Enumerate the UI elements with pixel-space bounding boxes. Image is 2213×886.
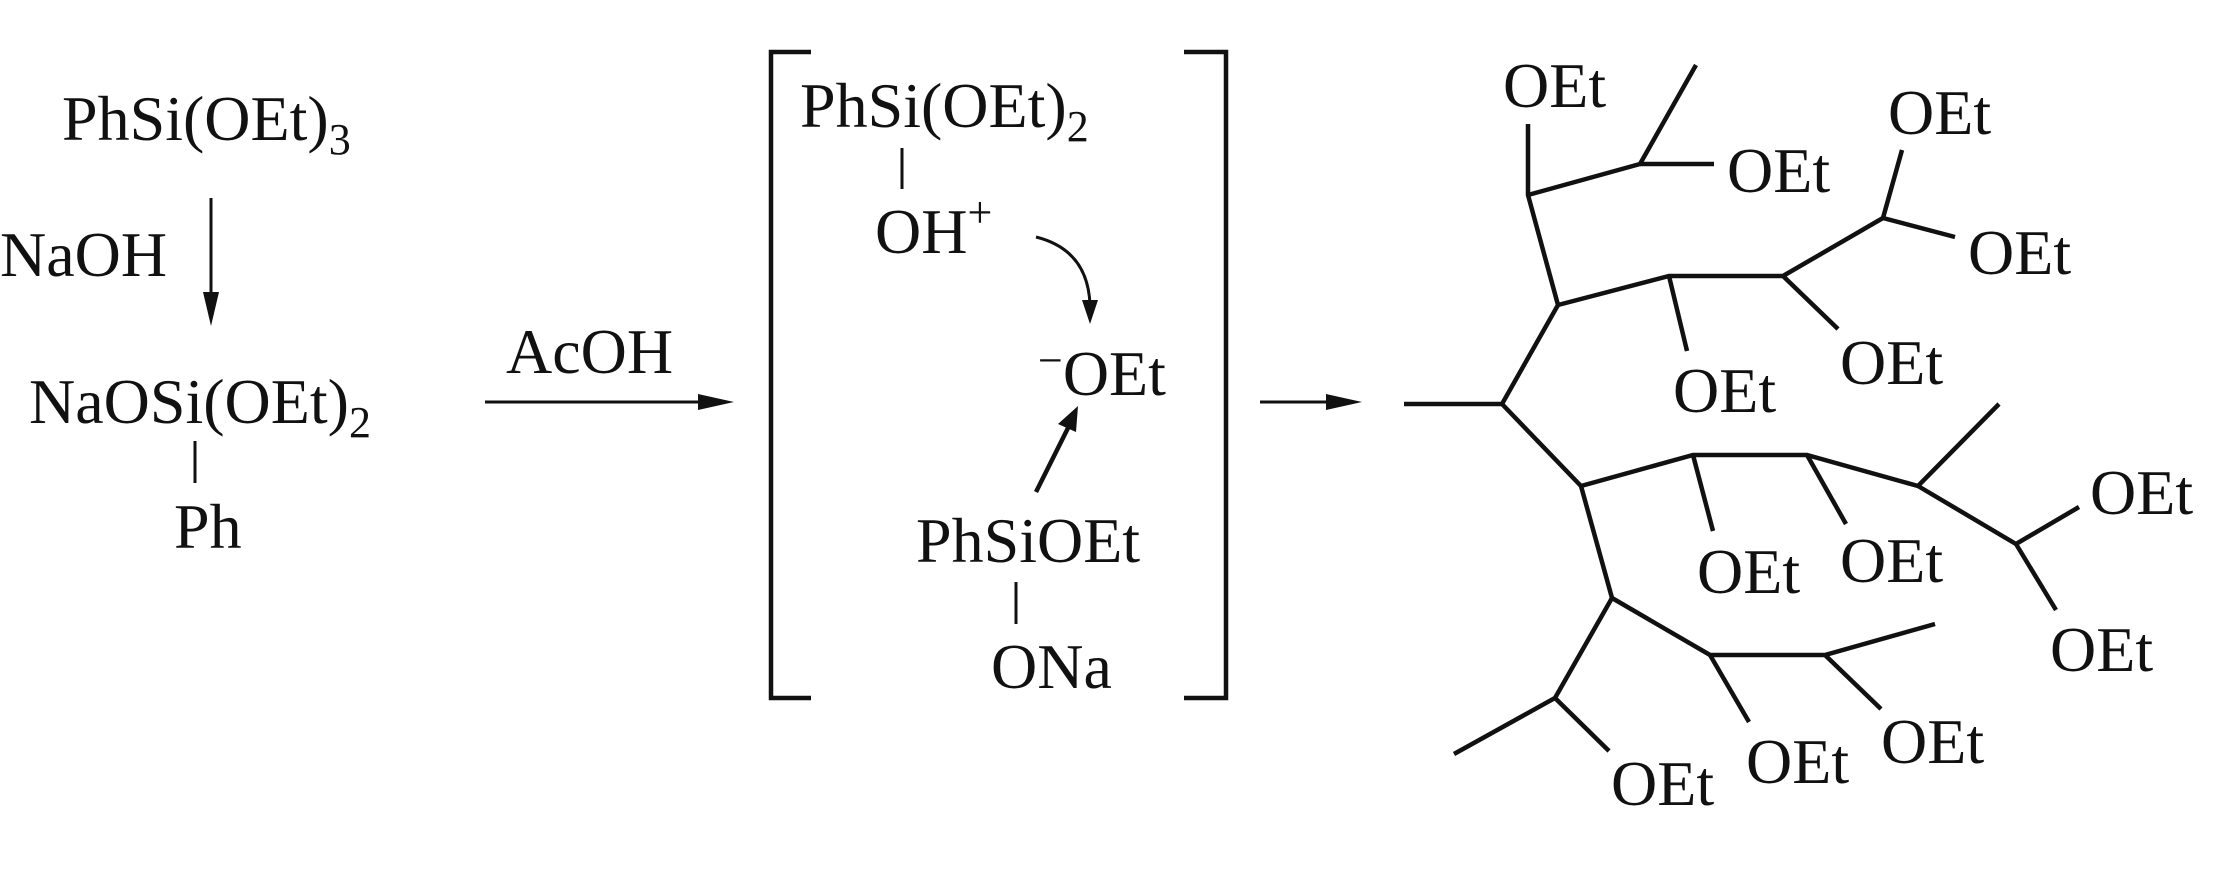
- oet-label: OEt: [2090, 457, 2193, 528]
- attack-arrow-head-icon: [1058, 406, 1078, 432]
- product-oet-labels: OEt OEt OEt OEt OEt OEt OEt OEt OEt OEt …: [1503, 50, 2193, 819]
- bond: [2014, 542, 2058, 612]
- product-arrow-head-icon: [1326, 394, 1362, 410]
- oet-label: OEt: [1673, 355, 1776, 426]
- right-bracket: [1184, 49, 1229, 701]
- ethoxide-leaving-group: −OEt: [1038, 336, 1166, 409]
- oet-label: OEt: [1746, 726, 1849, 797]
- naoh-reagent: NaOH: [0, 219, 167, 290]
- bond: [1708, 653, 1751, 724]
- oet-label: OEt: [2050, 614, 2153, 685]
- oet-label: OEt: [1611, 748, 1714, 819]
- oet-label: OEt: [1727, 135, 1830, 206]
- bond: [1805, 453, 1848, 526]
- reactant-formula: PhSi(OEt)3: [62, 83, 351, 164]
- oet-label: OEt: [1840, 525, 1943, 596]
- bond: [1553, 696, 1611, 753]
- oet-label: OEt: [1697, 536, 1800, 607]
- phenyl-label: Ph: [174, 491, 242, 562]
- oet-label: OEt: [1840, 327, 1943, 398]
- bond-chain: [1404, 124, 1561, 407]
- attack-arrow-shaft: [1033, 426, 1071, 494]
- reaction-arrow-head-icon: [698, 394, 734, 410]
- ts-bottom-formula: PhSiOEt: [916, 505, 1140, 576]
- down-arrow-head-icon: [203, 292, 219, 326]
- acoh-reagent: AcOH: [506, 316, 673, 387]
- ona-label: ONa: [991, 631, 1112, 702]
- oet-label: OEt: [1881, 706, 1984, 777]
- bond-chain: [1610, 596, 1936, 658]
- curved-arrow-head-icon: [1082, 300, 1098, 324]
- protonated-oh: OH+: [875, 188, 992, 267]
- oet-label: OEt: [1503, 50, 1606, 121]
- oet-label: OEt: [1888, 77, 1991, 148]
- bond: [1690, 454, 1716, 532]
- product-skeleton: [1404, 63, 2081, 756]
- bond: [1823, 653, 1883, 711]
- intermediate1-formula: NaOSi(OEt)2: [29, 366, 371, 447]
- left-bracket: [768, 49, 811, 701]
- bond: [1882, 215, 1956, 240]
- bond-chain: [1452, 485, 1615, 756]
- oet-label: OEt: [1968, 217, 2071, 288]
- bond: [1781, 274, 1840, 331]
- bond-chain: [1500, 402, 2001, 489]
- bond: [1666, 275, 1690, 352]
- curved-arrow: [1035, 235, 1092, 306]
- ts-top-formula: PhSi(OEt)2: [800, 70, 1089, 151]
